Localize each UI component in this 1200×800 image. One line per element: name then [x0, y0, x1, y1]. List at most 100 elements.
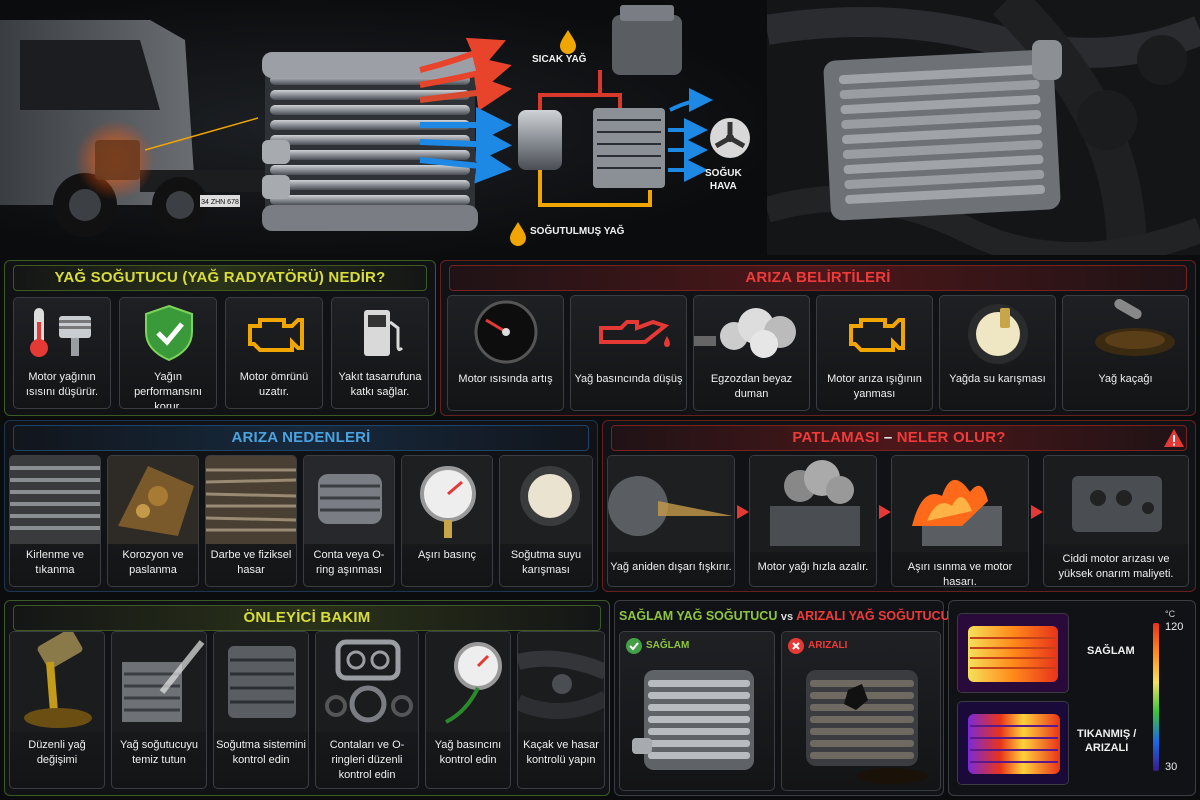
maintenance-label: Düzenli yağ değişimi — [28, 739, 86, 766]
truck-icon: 34 ZHN 678 — [0, 20, 440, 237]
info-card-label: Yağın performansını korur. — [134, 371, 202, 409]
section-causes-band — [13, 425, 589, 451]
hero-illustration: 34 ZHN 678 — [0, 5, 750, 246]
thermal-healthy-icon — [958, 614, 1068, 692]
compare-title-good: SAĞLAM YAĞ SOĞUTUCU — [619, 609, 778, 623]
temperature-min: 30 — [1165, 761, 1178, 773]
cause-label: Korozyon ve paslanma — [122, 549, 184, 576]
section-what-is: YAĞ SOĞUTUCU (YAĞ RADYATÖRÜ) NEDİR? Moto… — [4, 260, 436, 416]
section-maintenance-band — [13, 605, 601, 631]
thermal-faulty-image — [957, 701, 1069, 785]
thermal-faulty-icon — [958, 702, 1068, 784]
cause-label: Conta veya O-ring aşınması — [313, 549, 385, 576]
hot-oil-label: SICAK YAĞ — [532, 54, 587, 65]
engine-smoke-icon — [750, 456, 876, 552]
cause-label: Aşırı basınç — [417, 549, 477, 561]
explosion-title-dash: – — [883, 429, 893, 446]
pressure-gauge-icon — [402, 456, 492, 544]
gasket-icon — [304, 456, 394, 544]
cause-card: Conta veya O-ring aşınması — [303, 455, 395, 587]
section-maintenance-title: ÖNLEYİCİ BAKIM — [243, 609, 371, 626]
engine-fire-icon — [892, 456, 1028, 552]
temperature-max: 120 — [1165, 621, 1184, 633]
check-circle-icon — [626, 638, 642, 654]
cause-label: Darbe ve fiziksel hasar — [210, 549, 292, 576]
clogged-fins-icon — [10, 456, 100, 544]
cause-label: Soğutma suyu karışması — [510, 549, 582, 576]
info-card-label: Motor ömrünü uzatır. — [239, 371, 309, 398]
section-symptoms-title: ARIZA BELİRTİLERİ — [745, 269, 891, 286]
gasket-set-icon — [316, 632, 418, 732]
cooled-oil-drop-icon — [510, 222, 526, 246]
cause-card: Darbe ve fiziksel hasar — [205, 455, 297, 587]
cause-card: Aşırı basınç — [401, 455, 493, 587]
explosion-title-main: PATLAMASI — [792, 429, 880, 446]
white-smoke-icon — [694, 308, 796, 358]
maintenance-card: Yağ soğutucuyu temiz tutun — [111, 631, 207, 789]
maintenance-label: Yağ basıncını kontrol edin — [434, 739, 502, 766]
symptom-label: Yağda su karışması — [949, 373, 1046, 385]
section-what-is-title: YAĞ SOĞUTUCU (YAĞ RADYATÖRÜ) NEDİR? — [54, 269, 386, 286]
leak-hoses-icon — [518, 632, 604, 732]
symptom-label: Egzozdan beyaz duman — [710, 373, 793, 400]
section-thermal: SAĞLAM TIKANMIŞ / ARIZALI °C 120 30 — [948, 600, 1196, 796]
symptom-label: Motor arıza ışığının yanması — [827, 373, 922, 400]
thermal-healthy-image — [957, 613, 1069, 693]
engine-icon — [248, 318, 304, 352]
explosion-title-rest: NELER OLUR? — [896, 429, 1006, 446]
warning-triangle-icon — [1164, 429, 1184, 447]
compare-title-bad: ARIZALI YAĞ SOĞUTUCU — [796, 609, 950, 623]
oil-filter-icon — [518, 110, 562, 170]
compare-title: SAĞLAM YAĞ SOĞUTUCU vs ARIZALI YAĞ SOĞUT… — [619, 609, 950, 623]
symptom-label: Yağ kaçağı — [1098, 373, 1153, 385]
damaged-fins-icon — [206, 456, 296, 544]
explosion-step-card: Motor yağı hızla azalır. — [749, 455, 877, 587]
cooling-system-icon — [214, 632, 308, 732]
explosion-step-label: Aşırı ısınma ve motor hasarı. — [907, 561, 1013, 587]
maintenance-card: Kaçak ve hasar kontrolü yapın — [517, 631, 605, 789]
milky-oil-icon — [968, 304, 1028, 364]
pressure-check-icon — [426, 632, 510, 732]
x-circle-icon — [788, 638, 804, 654]
info-card: Yakıt tasarrufuna katkı sağlar. — [331, 297, 429, 409]
info-card-label: Motor yağının ısısını düşürür. — [25, 371, 99, 398]
engine-block-icon — [612, 15, 682, 75]
oil-circuit-diagram — [510, 5, 750, 246]
explosion-step-label: Motor yağı hızla azalır. — [757, 561, 869, 573]
explosion-step-card: Ciddi motor arızası ve yüksek onarım mal… — [1043, 455, 1189, 587]
maintenance-label: Yağ soğutucuyu temiz tutun — [119, 739, 199, 766]
spray-clean-icon — [112, 632, 206, 732]
cooled-oil-label: SOĞUTULMUŞ YAĞ — [530, 226, 625, 237]
healthy-cooler-card: SAĞLAM — [619, 631, 775, 791]
explosion-step-card: Aşırı ısınma ve motor hasarı. — [891, 455, 1029, 587]
oil-pour-icon — [10, 632, 104, 732]
symptom-label: Motor ısısında artış — [458, 373, 553, 385]
thermal-faulty-label: TIKANMIŞ / ARIZALI — [1077, 728, 1137, 754]
symptom-card: Egzozdan beyaz duman — [693, 295, 810, 411]
info-card: Motor yağının ısısını düşürür. — [13, 297, 111, 409]
engine-bay-photo — [767, 0, 1200, 255]
explosion-step-label: Yağ aniden dışarı fışkırır. — [610, 561, 732, 573]
pointer-line — [144, 117, 259, 151]
faulty-cooler-card: ARIZALI — [781, 631, 941, 791]
symptom-card: Yağda su karışması — [939, 295, 1056, 411]
maintenance-label: Kaçak ve hasar kontrolü yapın — [523, 739, 599, 766]
thermal-healthy-label: SAĞLAM — [1087, 645, 1135, 657]
info-card: Motor ömrünü uzatır. — [225, 297, 323, 409]
section-explosion: PATLAMASI – NELER OLUR? Yağ aniden dışar… — [602, 420, 1196, 592]
license-plate: 34 ZHN 678 — [201, 199, 239, 206]
fuel-pump-icon — [364, 310, 404, 356]
cause-card: Kirlenme ve tıkanma — [9, 455, 101, 587]
arrow-right-icon — [1031, 505, 1043, 519]
section-explosion-title: PATLAMASI – NELER OLUR? — [603, 429, 1195, 446]
healthy-label: SAĞLAM — [646, 640, 690, 651]
temperature-gauge-icon — [474, 300, 538, 364]
symptom-card: Yağ kaçağı — [1062, 295, 1189, 411]
temperature-scale-bar — [1153, 623, 1159, 771]
arrow-right-icon — [737, 505, 749, 519]
heat-flow-arrows — [419, 37, 512, 184]
hot-oil-drop-icon — [560, 30, 576, 54]
oil-spray-icon — [608, 456, 734, 552]
arrow-right-icon — [879, 505, 891, 519]
section-symptoms-band — [449, 265, 1187, 291]
